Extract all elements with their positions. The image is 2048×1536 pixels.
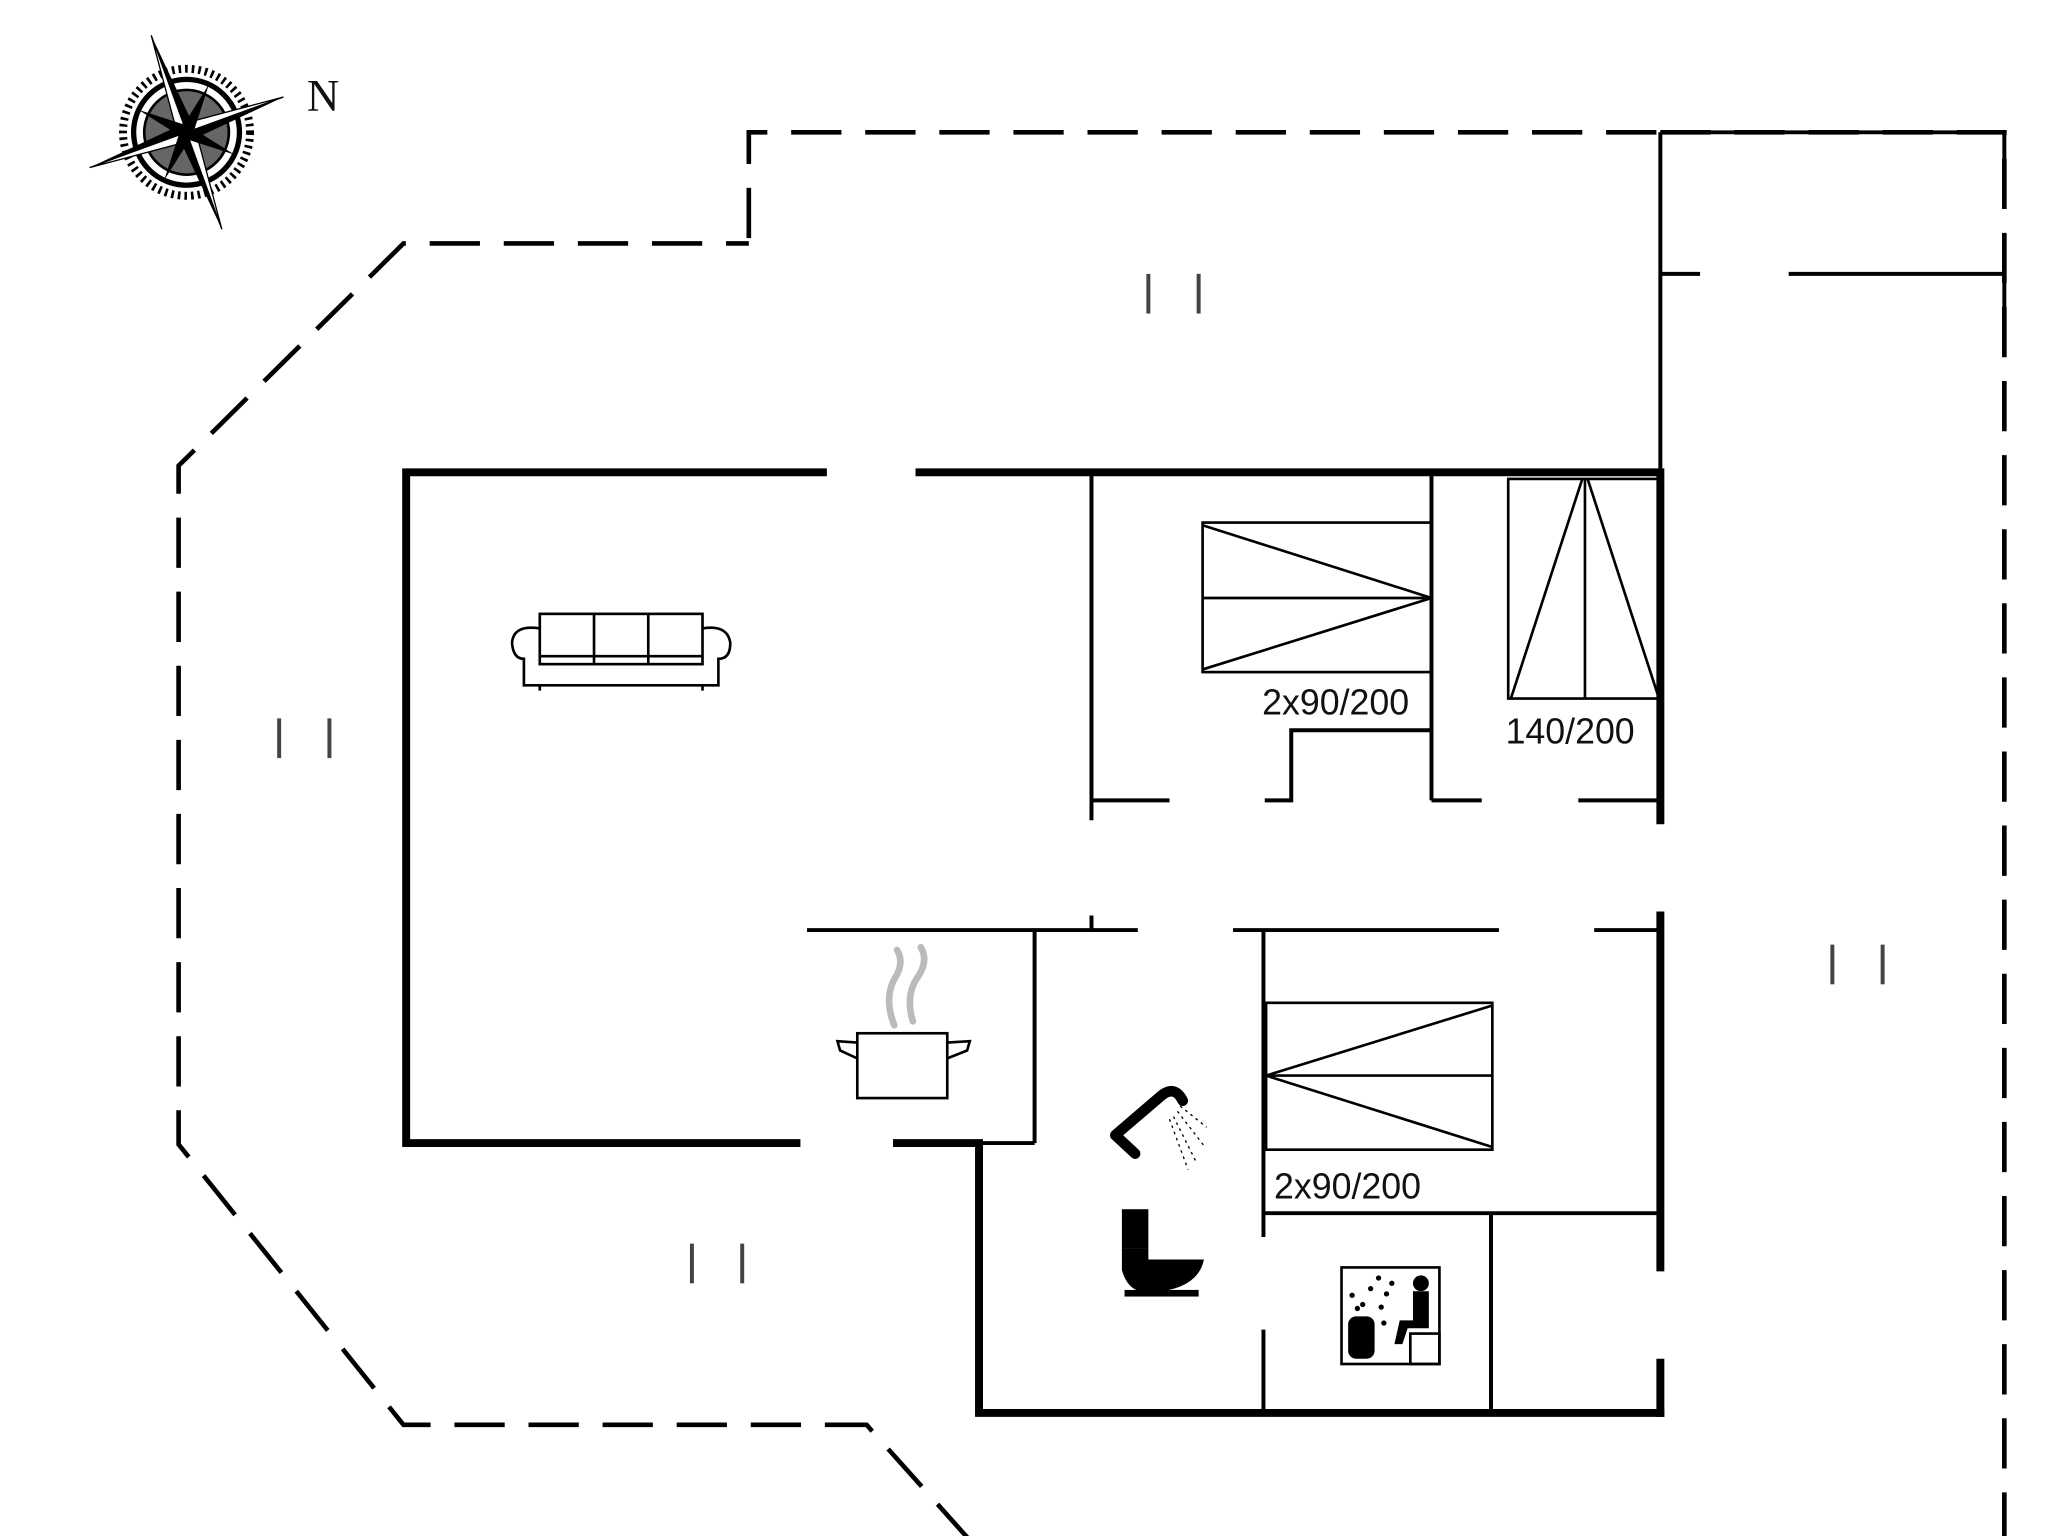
sofa-icon bbox=[510, 612, 732, 691]
cooking-pot-icon bbox=[835, 943, 972, 1100]
bed-size-label: 140/200 bbox=[1506, 712, 1635, 752]
bed-140-double bbox=[1506, 477, 1661, 700]
sauna-icon bbox=[1340, 1266, 1441, 1366]
bed-2x90-bottom bbox=[1264, 1001, 1494, 1152]
bed-2x90-top bbox=[1201, 521, 1433, 674]
interior-walls bbox=[807, 472, 1661, 1413]
toilet-icon bbox=[1121, 1209, 1204, 1297]
bed-size-label: 2x90/200 bbox=[1262, 682, 1409, 722]
compass-rose-icon bbox=[89, 35, 284, 230]
annex-walls bbox=[1658, 130, 2007, 470]
shower-icon bbox=[1109, 1085, 1207, 1170]
bed-size-label: 2x90/200 bbox=[1274, 1167, 1421, 1207]
terrace-markers bbox=[277, 273, 1885, 1284]
compass-north-label: N bbox=[307, 71, 339, 121]
terrace-outline bbox=[176, 129, 2007, 1536]
exterior-walls bbox=[402, 468, 1665, 1417]
